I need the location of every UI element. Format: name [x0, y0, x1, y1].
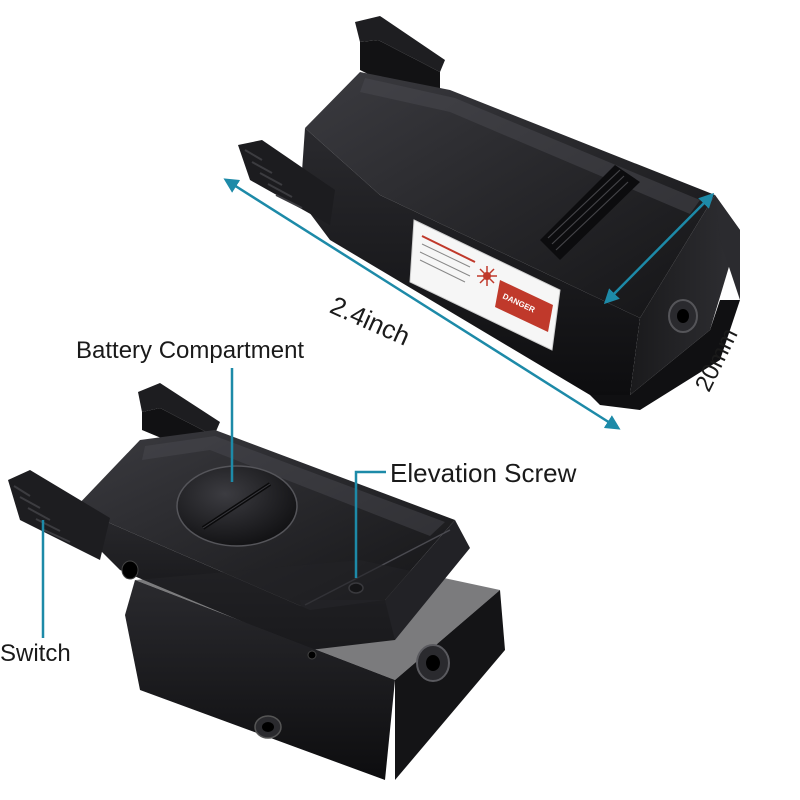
elevation-callout-line — [354, 470, 386, 578]
battery-compartment-cap — [176, 465, 298, 547]
bottom-laser-sight — [8, 368, 505, 780]
switch-paddle — [8, 470, 110, 560]
length-dimension-arrow — [223, 178, 621, 430]
elevation-screw-label: Elevation Screw — [390, 458, 577, 488]
switch-label: Switch — [0, 640, 71, 667]
laser-warning-icon — [477, 266, 497, 286]
top-laser-sight: DANGER — [223, 16, 740, 430]
battery-compartment-label: Battery Compartment — [76, 337, 305, 364]
width-dimension-arrow — [603, 192, 715, 305]
